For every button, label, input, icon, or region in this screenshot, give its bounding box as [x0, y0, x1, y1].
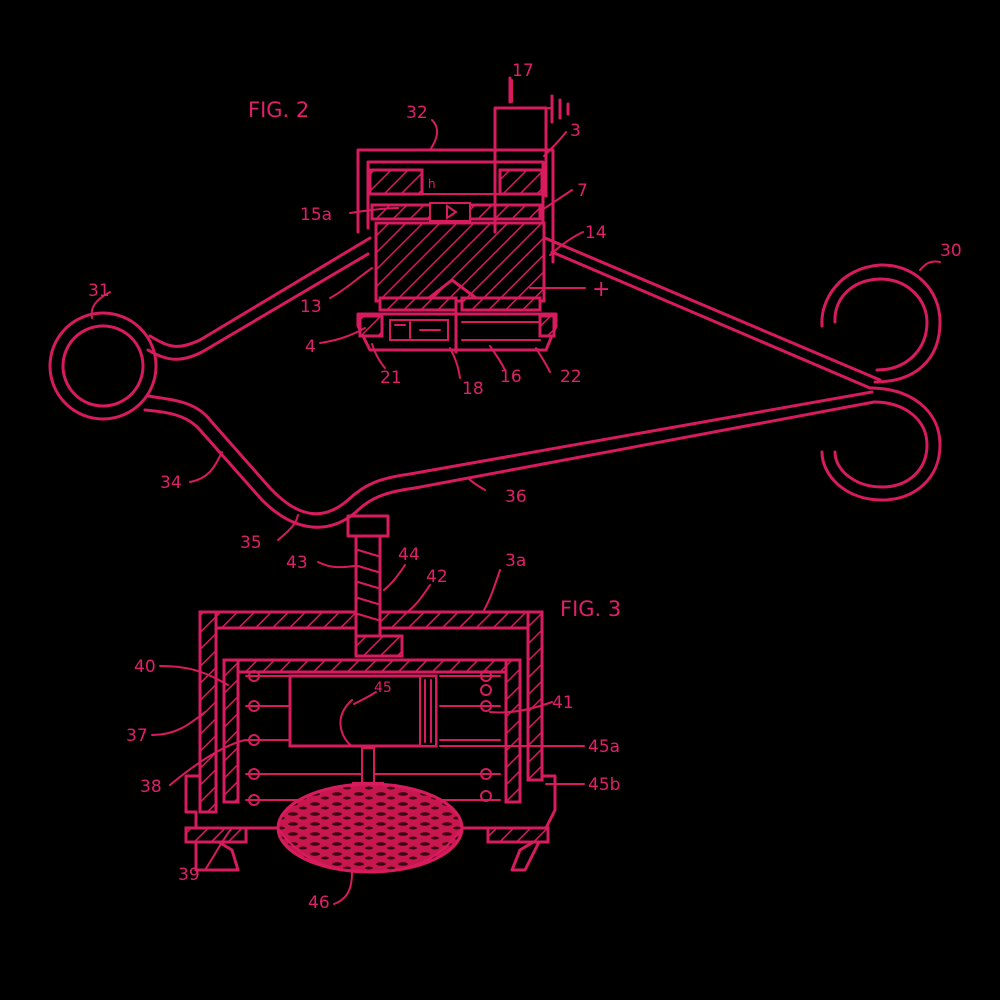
label-4: 4 [305, 337, 316, 357]
label-15a: 15a [300, 205, 332, 225]
label-7: 7 [577, 181, 588, 201]
label-21: 21 [380, 368, 402, 388]
label-43: 43 [286, 553, 308, 573]
label-plus: + [592, 277, 610, 302]
label-38: 38 [140, 777, 162, 797]
label-39: 39 [178, 865, 200, 885]
label-45a: 45a [588, 737, 620, 757]
label-37: 37 [126, 726, 148, 746]
label-17: 17 [512, 61, 534, 81]
label-31: 31 [88, 281, 110, 301]
label-36: 36 [505, 487, 527, 507]
label-42: 42 [426, 567, 448, 587]
label-16: 16 [500, 367, 522, 387]
label-34: 34 [160, 473, 182, 493]
label-45: 45 [374, 680, 392, 696]
label-3a: 3a [505, 551, 526, 571]
label-32: 32 [406, 103, 428, 123]
label-46: 46 [308, 893, 330, 913]
fig3-drawing [184, 514, 557, 874]
label-14: 14 [585, 223, 607, 243]
label-41: 41 [552, 693, 574, 713]
label-40: 40 [134, 657, 156, 677]
label-13: 13 [300, 297, 322, 317]
label-18: 18 [462, 379, 484, 399]
label-35: 35 [240, 533, 262, 553]
label-3: 3 [570, 121, 581, 141]
label-45b: 45b [588, 775, 620, 795]
fig2-title: FIG. 2 [248, 98, 309, 122]
leader-lines [90, 79, 941, 905]
fig3-title: FIG. 3 [560, 597, 621, 621]
label-30: 30 [940, 241, 962, 261]
label-44: 44 [398, 545, 420, 565]
label-22: 22 [560, 367, 582, 387]
fig2-drawing: h [48, 76, 942, 529]
svg-text:h: h [428, 177, 436, 191]
